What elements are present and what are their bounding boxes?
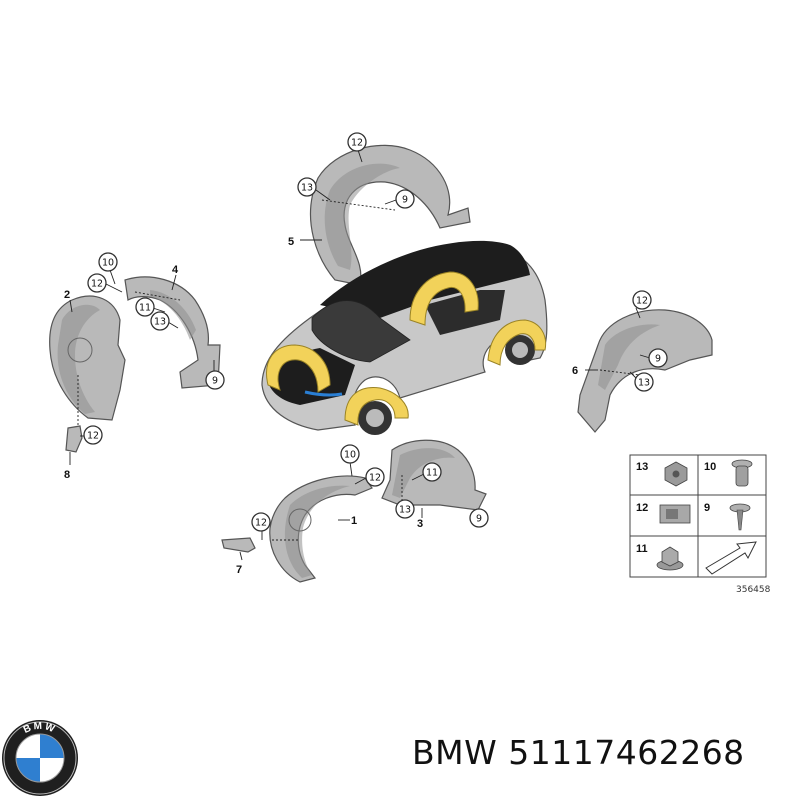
callout-12-bottom-left: 12 [251, 512, 271, 540]
svg-text:12: 12 [351, 138, 363, 149]
nut-13-icon [664, 461, 688, 487]
callout-12-top: 12 [347, 132, 367, 163]
svg-text:9: 9 [402, 195, 408, 206]
svg-text:13: 13 [638, 378, 650, 389]
legend-label-12: 12 [636, 502, 648, 514]
svg-text:12: 12 [87, 431, 99, 442]
part-number-1: 1 [351, 515, 357, 527]
part-number-8: 8 [64, 469, 70, 481]
car-illustration [261, 240, 548, 435]
fastener-legend: 13 10 12 9 11 [629, 454, 767, 578]
svg-text:13: 13 [154, 317, 166, 328]
liner-left-part-4 [124, 276, 221, 389]
callout-9-right: 9 [639, 348, 668, 368]
liner-bottom-part-1 [269, 475, 373, 583]
svg-text:12: 12 [369, 473, 381, 484]
svg-text:13: 13 [301, 183, 313, 194]
callout-10-bottom: 10 [340, 444, 360, 477]
callout-12-bottom: 12 [354, 467, 385, 487]
callout-9-left: 9 [205, 360, 225, 390]
liner-right-part-6 [577, 309, 713, 433]
bracket-part-8 [65, 425, 83, 453]
svg-text:BMW: BMW [22, 721, 58, 736]
part-number-6: 6 [572, 365, 578, 377]
callout-13-top: 13 [297, 177, 331, 201]
liner-left-part-2 [49, 295, 126, 425]
svg-text:10: 10 [344, 450, 356, 461]
part-number-4: 4 [172, 264, 179, 276]
part-number-5: 5 [288, 236, 294, 248]
callout-12-right: 12 [632, 290, 652, 319]
part-number-7: 7 [236, 564, 242, 576]
brand-caption: BMW 51117462268 [412, 733, 745, 772]
callout-11-bottom: 11 [411, 462, 442, 482]
clip-nut-12-icon [659, 504, 691, 524]
legend-label-13: 13 [636, 461, 648, 473]
svg-text:12: 12 [91, 279, 103, 290]
legend-label-9: 9 [704, 502, 710, 514]
svg-text:11: 11 [426, 468, 438, 479]
flange-nut-11-icon [656, 546, 684, 571]
svg-text:12: 12 [255, 518, 267, 529]
svg-text:10: 10 [102, 258, 114, 269]
bmw-logo: BMW [2, 720, 78, 796]
svg-text:13: 13 [399, 505, 411, 516]
callout-9-bottom: 9 [469, 508, 489, 528]
svg-text:9: 9 [476, 514, 482, 525]
callout-13-right: 13 [629, 371, 654, 392]
callout-11-left: 11 [135, 297, 166, 317]
svg-text:11: 11 [139, 303, 151, 314]
screw-9-icon [729, 503, 751, 531]
clip-10-icon [731, 459, 753, 487]
legend-label-11: 11 [636, 543, 648, 555]
part-number-2: 2 [64, 289, 70, 301]
svg-text:12: 12 [636, 296, 648, 307]
part-number-3: 3 [417, 518, 423, 530]
bracket-part-7 [221, 537, 256, 553]
svg-text:9: 9 [655, 354, 661, 365]
callout-9-top: 9 [384, 189, 415, 209]
direction-arrow-icon [705, 541, 757, 575]
callout-10-left: 10 [98, 252, 118, 285]
callout-12-left-bottom: 12 [80, 425, 103, 445]
callout-13-left: 13 [150, 311, 179, 331]
liner-top-part-5 [309, 144, 471, 286]
callout-12-left: 12 [87, 273, 123, 293]
diagram-code: 356458 [736, 585, 771, 595]
callout-13-bottom: 13 [395, 499, 415, 519]
svg-text:9: 9 [212, 376, 218, 387]
legend-label-10: 10 [704, 461, 716, 473]
